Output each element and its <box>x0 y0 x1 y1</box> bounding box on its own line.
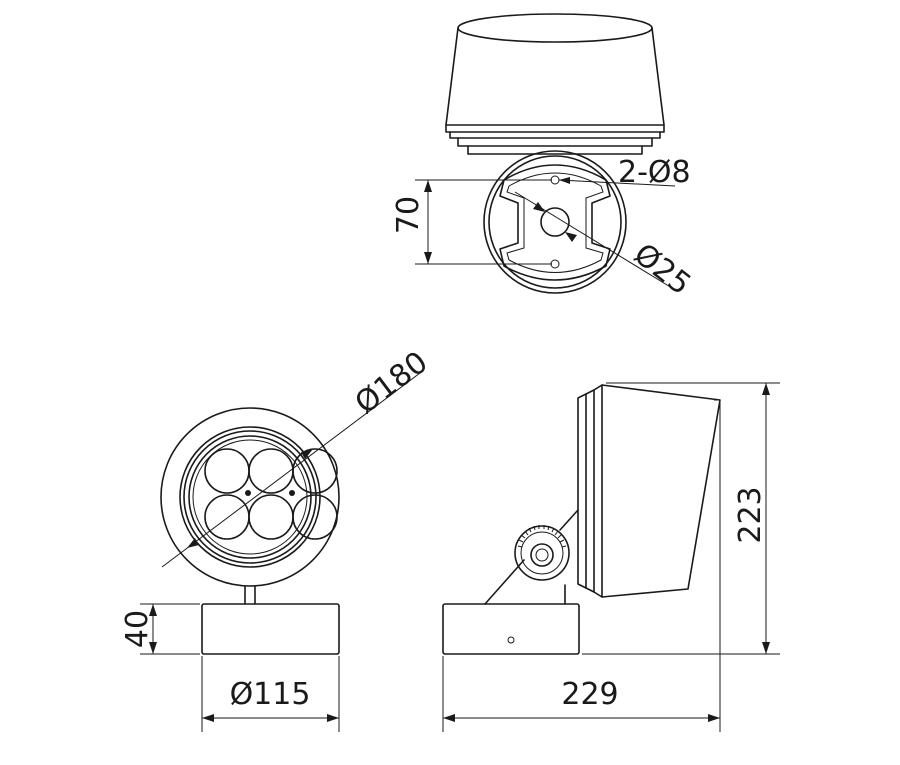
dimension-holes: 2-Ø8 <box>558 155 691 190</box>
top-view: 70 2-Ø8 Ø25 <box>391 13 697 303</box>
side-base <box>442 603 580 655</box>
dimension-base-diameter: Ø115 <box>201 656 340 732</box>
label-mount-spacing: 70 <box>391 196 426 234</box>
side-head <box>577 384 721 598</box>
canopy-body <box>445 13 665 155</box>
dimension-height: 223 <box>582 382 780 655</box>
front-view: Ø180 40 Ø115 <box>120 345 434 732</box>
dimension-base-height: 40 <box>120 603 200 655</box>
label-head-diameter: Ø180 <box>349 345 435 422</box>
label-base-diameter: Ø115 <box>230 677 311 712</box>
label-depth: 229 <box>561 677 618 712</box>
label-holes: 2-Ø8 <box>618 155 691 190</box>
side-view: 229 223 <box>442 382 780 732</box>
label-base-height: 40 <box>120 610 155 648</box>
mounting-plate <box>483 150 627 294</box>
dimension-mount-spacing: 70 <box>391 179 552 265</box>
dimension-depth: 229 <box>442 402 721 732</box>
adjustment-knob <box>514 525 570 581</box>
label-height: 223 <box>733 486 768 543</box>
side-bracket <box>484 509 579 605</box>
label-center-hole: Ø25 <box>627 237 697 303</box>
front-base <box>201 603 340 655</box>
dimension-center-hole: Ø25 <box>514 191 697 303</box>
front-head <box>160 407 340 605</box>
